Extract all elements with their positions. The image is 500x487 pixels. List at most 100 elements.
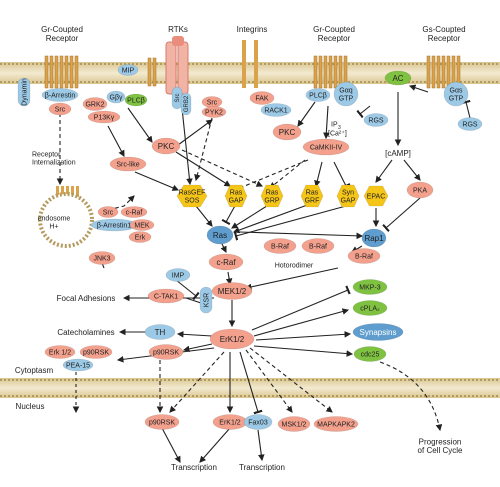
node-p90rsk-cyto: p90RSK <box>79 345 113 359</box>
edge-plcb-pkc2 <box>297 101 316 127</box>
edge-camkii-rasgap <box>228 159 309 193</box>
node-dynamin: Dynamin <box>17 77 31 107</box>
node-b-arrestin: β-Arrestin <box>41 88 79 102</box>
node-mek-endo: MEK <box>129 219 155 231</box>
rgs-1-shape <box>363 113 389 127</box>
ksr-label: KSR <box>203 293 210 307</box>
erk12-cyto-shape <box>44 345 76 359</box>
cytoplasm-label: Cytoptasm <box>15 366 54 375</box>
node-braf-2: B-Raf <box>301 238 335 254</box>
node-mapkapk2: MAPKAPK2 <box>313 416 359 432</box>
cpla2-shape <box>352 300 388 316</box>
receptor-gi-left <box>44 55 79 89</box>
ras-shape <box>206 225 234 245</box>
fak-shape <box>249 91 275 105</box>
imp-shape <box>165 268 191 282</box>
mek-endo-shape <box>129 219 155 231</box>
nucleus-label: Nucleus <box>16 402 45 411</box>
edge-craf-mek <box>225 271 233 286</box>
erk-endo-shape <box>128 231 152 243</box>
node-epac: EPAC <box>363 185 389 207</box>
craf-endo-label: c-Raf <box>126 209 143 216</box>
braf-3-label: B-Raf <box>355 253 373 260</box>
node-src-pyk: Src <box>201 96 223 108</box>
synapsins-label: Synapsins <box>360 328 397 337</box>
erk12-cyto-label: Erk 1/2 <box>49 349 71 356</box>
focal-adhesions-label: Focal Adhesions <box>57 294 116 303</box>
edge-pkc-pyk2 <box>177 119 213 146</box>
craf-label: c-Raf <box>216 258 236 267</box>
node-braf-1: B-Raf <box>263 238 297 254</box>
node-th: TH <box>144 324 176 340</box>
ras-grf-shape <box>300 184 324 208</box>
catecholamines-label: Catecholamines <box>57 328 114 337</box>
node-ac: AC <box>384 70 412 86</box>
edge-fax-tx <box>257 429 265 462</box>
mkp3-shape <box>352 279 388 295</box>
camp-label: [cAMP] <box>385 149 411 158</box>
node-erk-endo: Erk <box>128 231 152 243</box>
pkc-1-shape <box>151 137 181 155</box>
grk2-label: GRK2 <box>85 101 104 108</box>
node-craf-endo: c-Raf <box>120 206 148 218</box>
dynamin-shape <box>17 77 31 107</box>
node-rgs-2: RGS <box>457 117 483 131</box>
node-msk12: MSK1/2 <box>277 416 311 432</box>
p90rsk-shape <box>148 344 184 360</box>
edge-cdc25-cycle <box>379 361 443 432</box>
cpla2-label: cPLA₂ <box>360 305 380 312</box>
node-pkc-2: PKC <box>272 123 302 141</box>
braf-3-shape <box>347 248 381 264</box>
node-fak: FAK <box>249 91 275 105</box>
receptor-mip <box>147 57 157 87</box>
epac-label: EPAC <box>367 193 386 200</box>
pea15-label: PEA-15 <box>66 362 90 369</box>
edge-erknuc-tx <box>199 427 231 463</box>
receptor-integrins-title: Integrins <box>237 25 268 34</box>
braf-2-label: B-Raf <box>309 243 327 250</box>
node-cpla2: cPLA₂ <box>352 300 388 316</box>
mip-shape <box>117 64 139 76</box>
braf-1-shape <box>263 238 297 254</box>
pyk2-label: PYK2 <box>205 109 223 116</box>
heterodimer-label: Hotorodimer <box>275 262 314 269</box>
rgs-2-shape <box>457 117 483 131</box>
edge-syngap-ras <box>233 205 347 241</box>
syn-gap-shape <box>336 184 360 208</box>
gbg-shape <box>106 90 126 104</box>
p90rsk-cyto-label: p90RSK <box>83 349 109 356</box>
ras-gap-shape <box>224 184 248 208</box>
rack1-shape <box>260 103 292 117</box>
jnk3-label: JNK3 <box>93 255 110 262</box>
edge-pi3k-srclike <box>107 125 125 157</box>
rasgef-sos-shape <box>176 184 208 208</box>
ac-shape <box>384 70 412 86</box>
receptor-rtks-title: RTKs <box>168 25 188 34</box>
node-ctak1: C-TAK1 <box>147 288 185 304</box>
node-mkp3: MKP-3 <box>352 279 388 295</box>
ctak1-label: C-TAK1 <box>154 293 178 300</box>
edge-gas-ac <box>408 84 429 93</box>
node-erk12: ErK1/2 <box>209 328 255 350</box>
src-1-label: Src <box>55 106 66 113</box>
node-braf-3: B-Raf <box>347 248 381 264</box>
epac-shape <box>363 185 389 207</box>
edge-sos-ras <box>195 205 213 227</box>
node-grb2: GRB2 <box>180 92 192 116</box>
node-src-1: Src <box>48 102 72 116</box>
node-rack1: RACK1 <box>260 103 292 117</box>
edge-erk-th <box>176 331 213 338</box>
src-pyk-label: Src <box>207 99 218 106</box>
b-arrestin-shape <box>41 88 79 102</box>
receptor-rtk <box>165 36 189 95</box>
synapsins-shape <box>352 323 404 341</box>
camkii-shape <box>302 138 350 156</box>
node-fax03: Fax03 <box>243 414 273 430</box>
